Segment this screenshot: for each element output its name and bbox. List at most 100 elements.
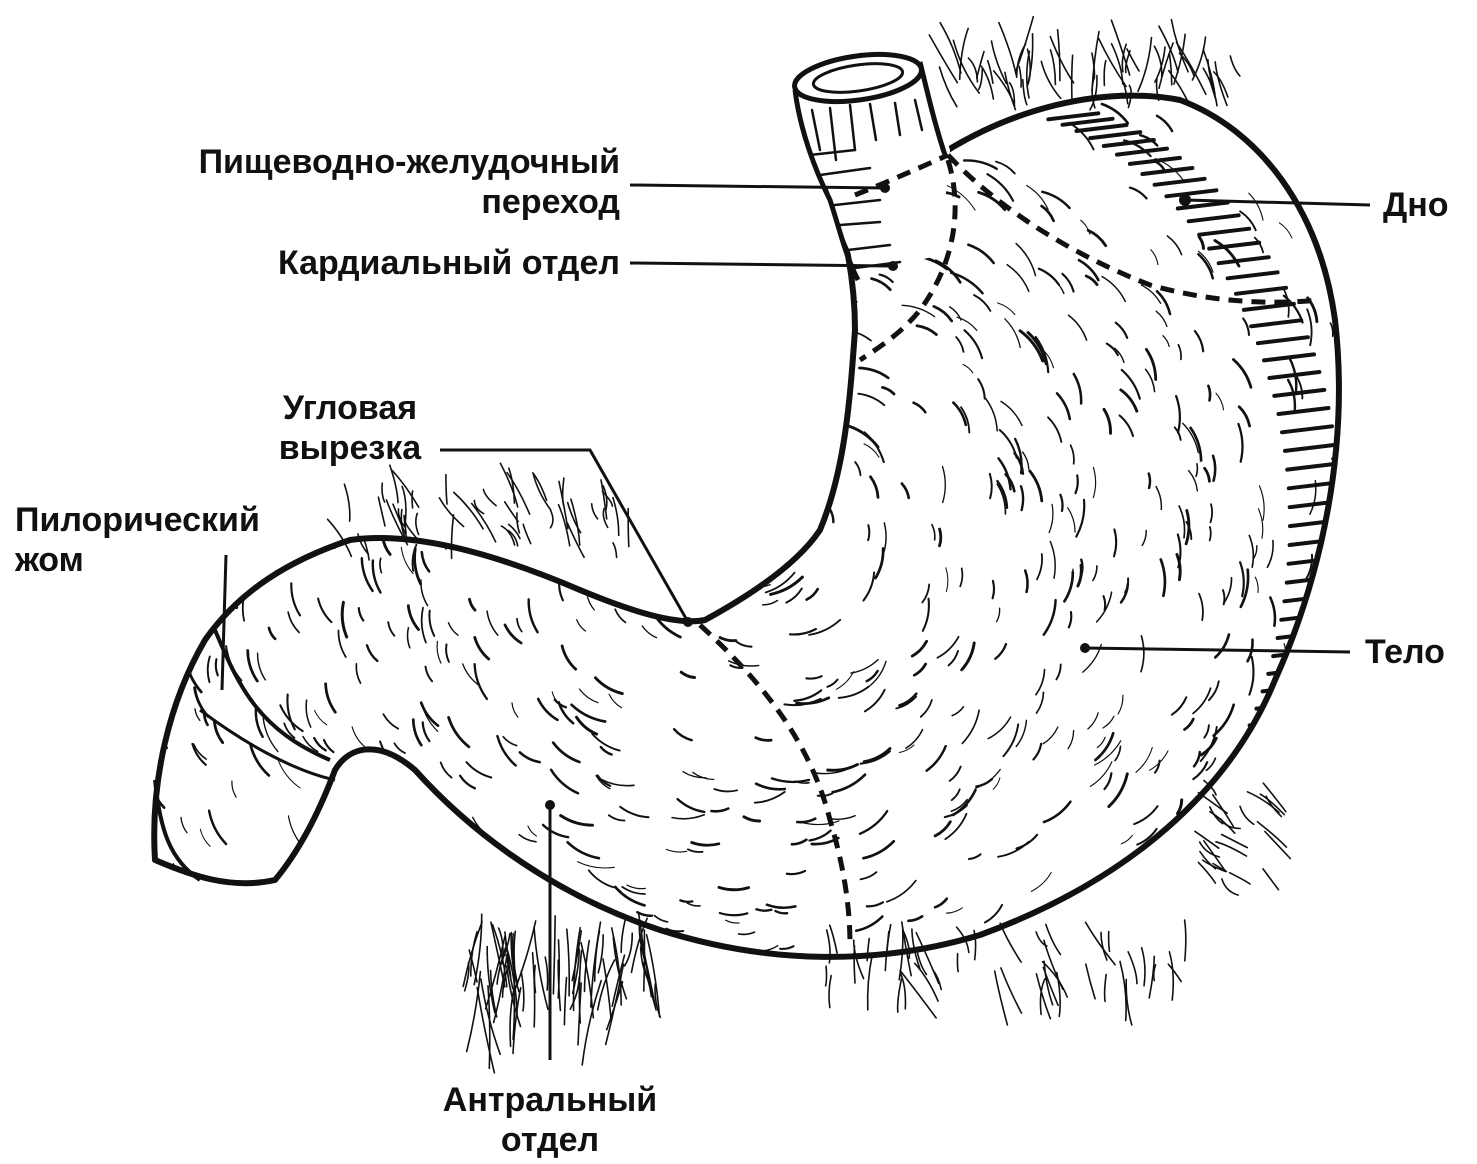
hatch-stroke [469, 369, 473, 384]
hatch-stroke [187, 84, 203, 117]
hatch-stroke [1331, 637, 1333, 651]
fiber [1086, 922, 1116, 964]
hatch-stroke [721, 248, 757, 260]
hatch-stroke [1344, 372, 1346, 399]
hatch-stroke [702, 147, 724, 150]
hatch-stroke [1170, 944, 1183, 953]
fiber [533, 953, 535, 1027]
hatch-stroke [220, 951, 229, 959]
fiber [940, 67, 957, 107]
fiber [1247, 792, 1279, 813]
hatch-stroke [735, 486, 744, 494]
shade-stroke [1226, 767, 1276, 773]
hatch-stroke [1083, 962, 1095, 971]
fiber [416, 513, 419, 534]
hatch-stroke [616, 303, 635, 310]
hatch-stroke [481, 111, 510, 122]
fiber [613, 498, 619, 536]
hatch-stroke [491, 80, 513, 90]
hatch-stroke [405, 950, 419, 963]
hatch-stroke [370, 115, 395, 130]
label-fundus: Дно [1383, 185, 1449, 225]
label-body: Тело [1365, 632, 1445, 672]
hatch-stroke [546, 80, 574, 94]
hatch-stroke [715, 398, 734, 411]
hatch-stroke [230, 584, 237, 602]
hatch-stroke [744, 115, 771, 118]
hatch-stroke [758, 157, 793, 160]
fiber [1168, 964, 1181, 981]
hatch-stroke [430, 352, 433, 367]
hatch-stroke [687, 315, 720, 328]
hatch-stroke [272, 316, 282, 348]
hatch-stroke [286, 492, 288, 521]
fiber [1169, 53, 1171, 84]
fiber [344, 484, 349, 521]
hatch-stroke [270, 915, 279, 924]
hatch-stroke [465, 845, 487, 857]
fiber [898, 979, 902, 1012]
fiber [1240, 806, 1254, 824]
hatch-stroke [1237, 96, 1251, 115]
hatch-stroke [572, 369, 598, 396]
hatch-stroke [1340, 466, 1344, 503]
fiber [1104, 61, 1106, 86]
hatch-stroke [186, 308, 196, 330]
hatch-stroke [681, 99, 693, 102]
hatch-stroke [528, 121, 550, 141]
fiber [974, 931, 976, 960]
hatch-stroke [299, 74, 313, 103]
hatch-stroke [701, 170, 718, 173]
shade-stroke [1242, 736, 1292, 742]
hatch-stroke [434, 86, 461, 104]
hatch-stroke [741, 964, 761, 968]
fiber [1105, 975, 1107, 1002]
hatch-stroke [723, 225, 755, 229]
hatch-stroke [1058, 942, 1080, 959]
hatch-stroke [289, 321, 292, 337]
fiber [1051, 50, 1056, 85]
fiber [446, 475, 447, 504]
fiber [1257, 822, 1286, 847]
fiber [553, 916, 555, 994]
hatch-stroke [533, 893, 549, 908]
hatch-stroke [275, 489, 281, 511]
fiber [1169, 952, 1173, 1000]
label-pyloric-sphincter: Пилорический жом [15, 500, 260, 580]
hatch-stroke [694, 163, 709, 169]
hatch-stroke [530, 94, 547, 102]
hatch-stroke [530, 72, 560, 93]
hatch-stroke [584, 282, 599, 300]
hatch-stroke [743, 114, 776, 125]
hatch-stroke [355, 905, 374, 922]
shade-stroke [1175, 836, 1225, 842]
hatch-stroke [320, 851, 329, 863]
hatch-stroke [522, 421, 527, 448]
hatch-stroke [935, 97, 947, 100]
fiber [613, 543, 617, 558]
fiber [390, 465, 398, 502]
hatch-stroke [399, 344, 414, 369]
hatch-stroke [346, 821, 370, 840]
hatch-stroke [554, 521, 558, 536]
hatch-stroke [747, 220, 764, 223]
fiber [957, 954, 958, 972]
hatch-stroke [1332, 122, 1347, 156]
hatch-stroke [599, 292, 622, 320]
fiber [1001, 968, 1022, 1013]
fiber [1142, 948, 1145, 986]
hatch-stroke [248, 912, 262, 924]
hatch-stroke [626, 245, 643, 260]
hatch-stroke [348, 67, 363, 91]
hatch-stroke [253, 925, 277, 945]
fiber [1120, 962, 1126, 1021]
hatch-stroke [1332, 710, 1337, 737]
hatch-stroke [776, 287, 790, 291]
hatch-stroke [143, 724, 159, 757]
hatch-stroke [608, 458, 614, 478]
fiber [1086, 964, 1095, 999]
hatch-stroke [218, 293, 227, 316]
fiber [1000, 923, 1021, 962]
hatch-stroke [752, 531, 772, 555]
fiber [1046, 924, 1061, 954]
